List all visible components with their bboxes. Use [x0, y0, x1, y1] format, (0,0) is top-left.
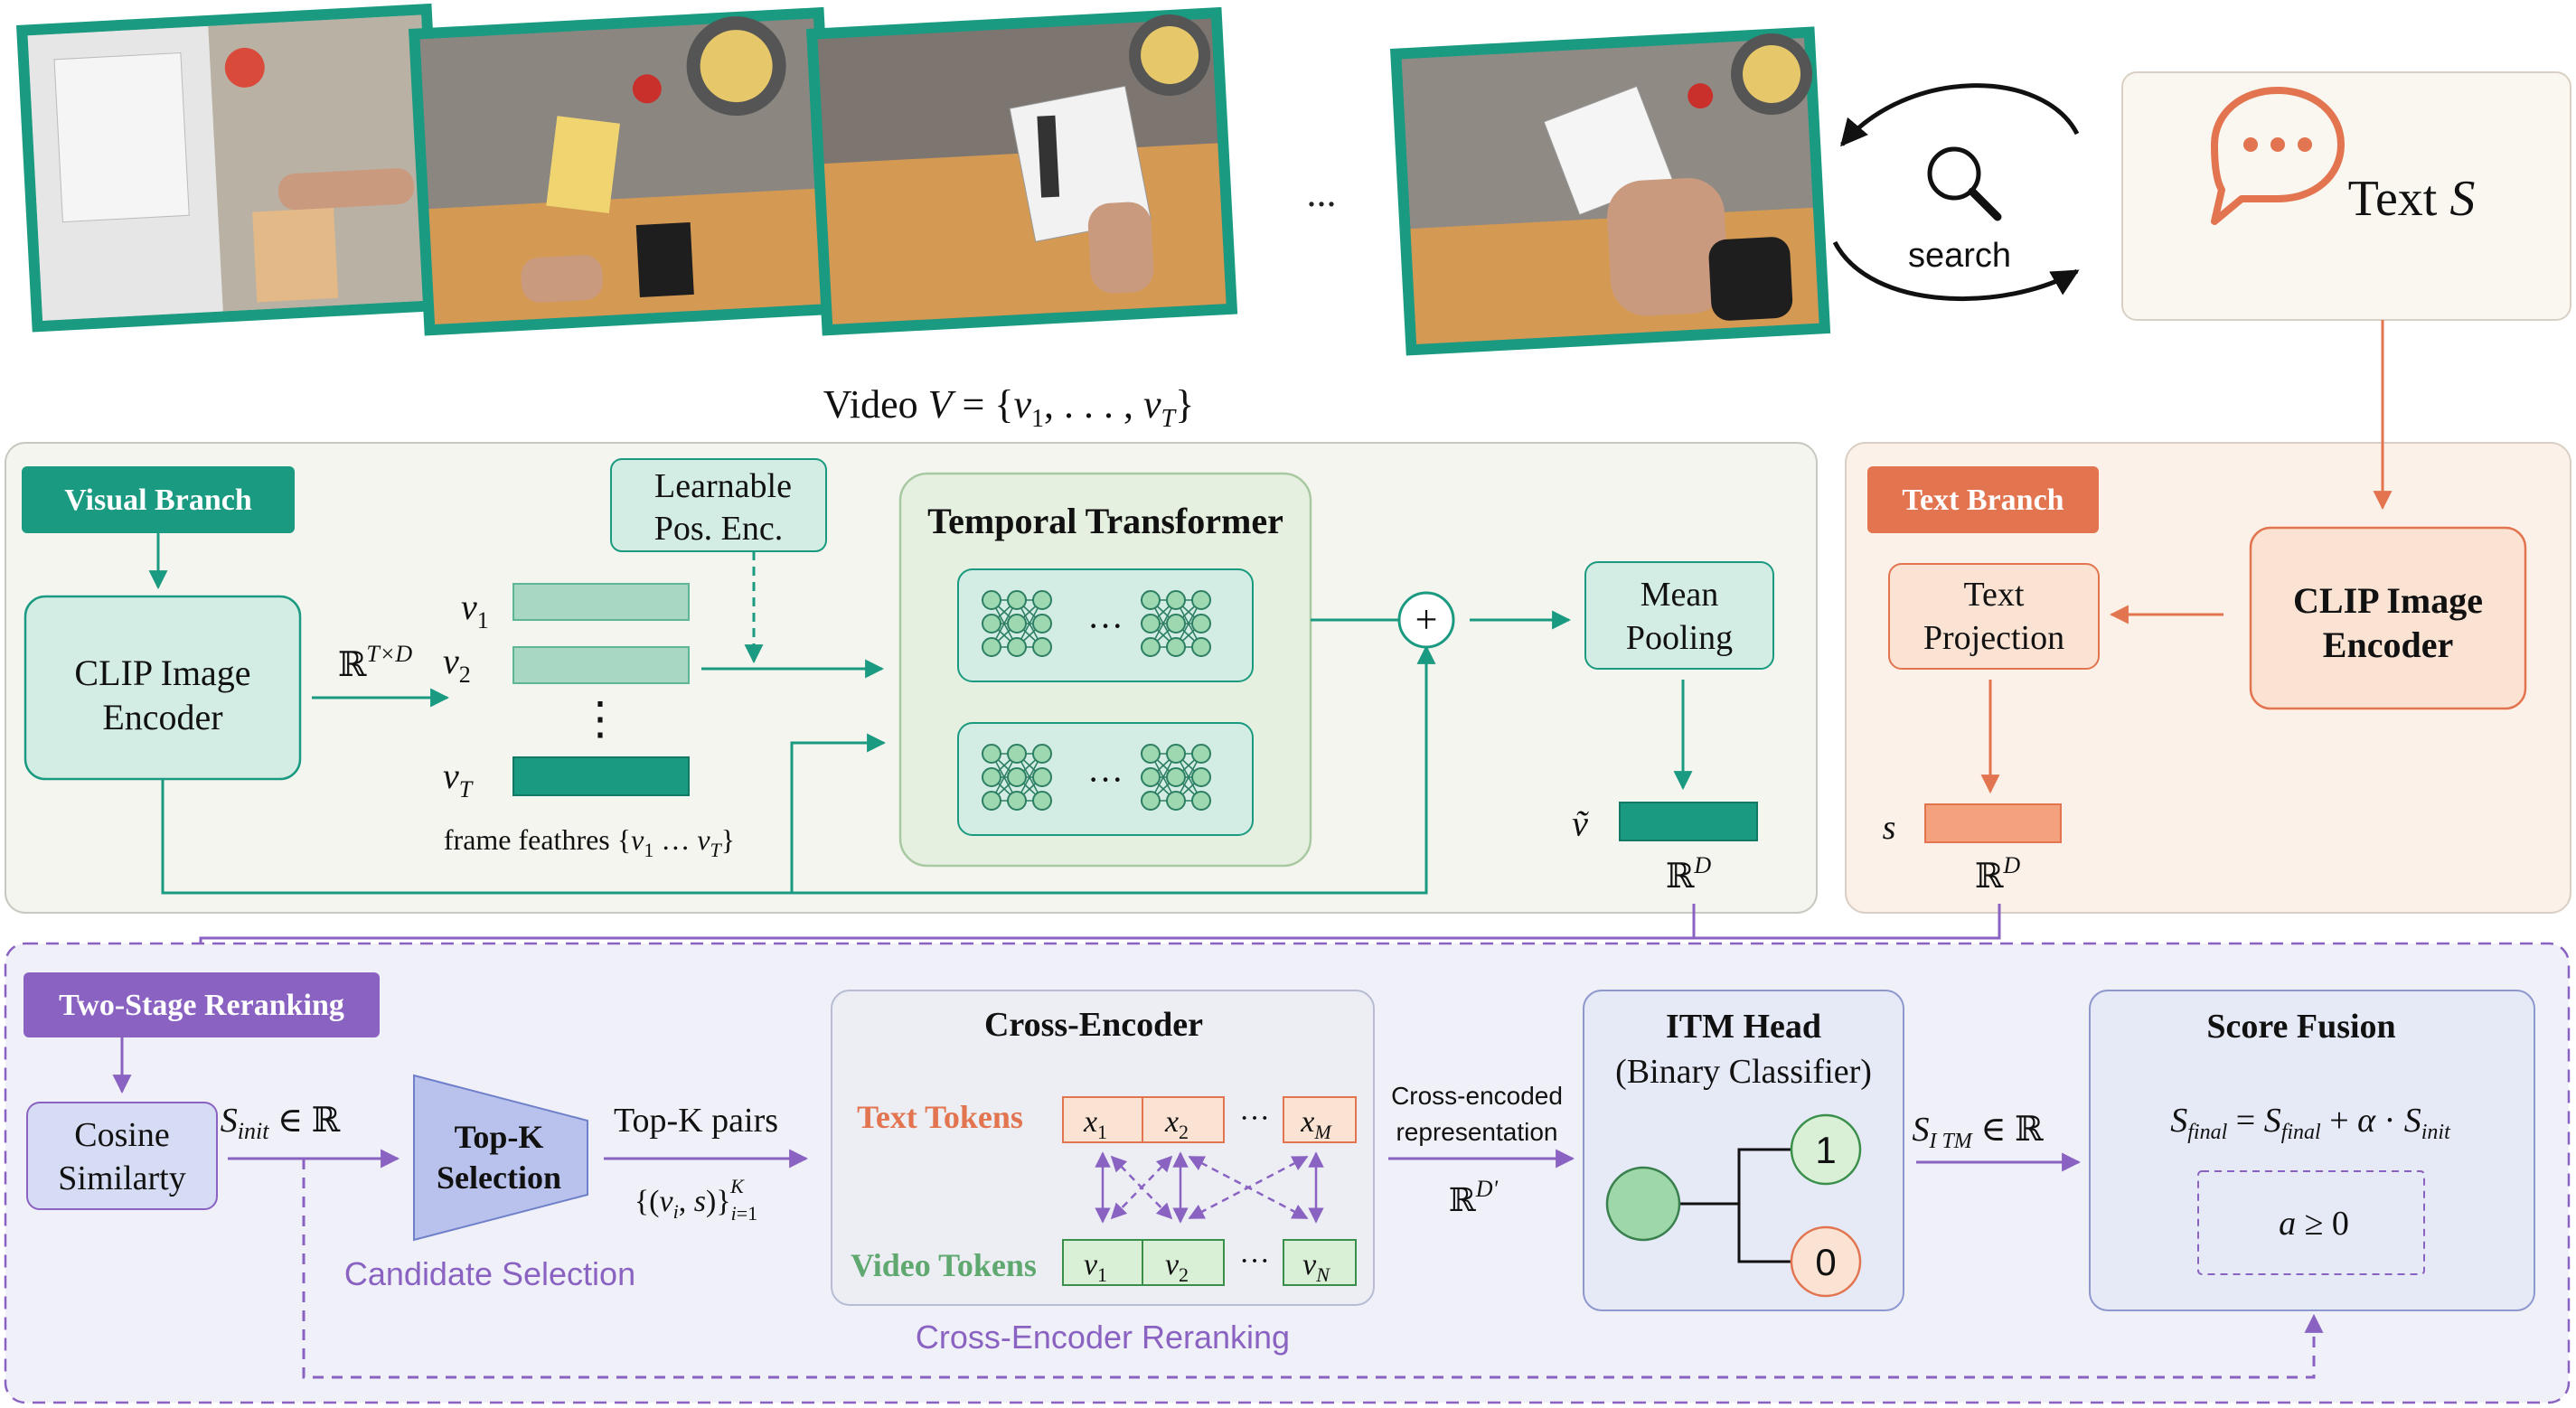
- text-branch-title: Text Branch: [1902, 483, 2064, 517]
- svg-text:Projection: Projection: [1923, 619, 2064, 657]
- svg-text:···: ···: [1087, 605, 1123, 646]
- transformer-title: Temporal Transformer: [927, 501, 1283, 541]
- skip-connection: [161, 644, 1436, 895]
- svg-text:Selection: Selection: [437, 1159, 561, 1196]
- visual-output-bar: [1619, 802, 1758, 841]
- transformer-layer-2: ···: [957, 722, 1254, 836]
- svg-text:Pos. Enc.: Pos. Enc.: [654, 510, 784, 548]
- reranking-panel: Two-Stage Reranking Cosine Similarty Sin…: [4, 942, 2571, 1404]
- fusion-formula: Sfinal = Sfinal + α · Sinit: [2170, 1102, 2451, 1144]
- svg-text:Similarty: Similarty: [58, 1159, 185, 1197]
- svg-text:Cross-encoded: Cross-encoded: [1391, 1082, 1563, 1110]
- cross-encoder-caption: Cross-Encoder Reranking: [916, 1319, 1290, 1356]
- svg-text:CLIP Image: CLIP Image: [74, 652, 250, 693]
- cross-encoder: Cross-Encoder Text Tokens x1 x2 ··· xM: [831, 990, 1375, 1306]
- svg-text:1: 1: [1815, 1129, 1836, 1171]
- frame-dots: ⋮: [578, 693, 623, 744]
- video-frames: ... Video V = {v1, . . . , vT}: [16, 3, 1831, 433]
- svg-text:+: +: [1415, 597, 1438, 642]
- frame-bar-1: [512, 583, 690, 621]
- video-frame-1: [16, 3, 448, 333]
- topk-pairs-label: Top-K pairs: [614, 1102, 778, 1140]
- svg-text:Learnable: Learnable: [654, 467, 792, 505]
- itm-subtitle: (Binary Classifier): [1615, 1053, 1872, 1091]
- candidate-selection-label: Candidate Selection: [344, 1255, 635, 1292]
- topk-selection: Top-K Selection: [413, 1074, 588, 1242]
- visual-branch-panel: Visual Branch CLIP Image Encoder ℝT×D v1…: [5, 442, 1818, 914]
- cosine-similarity: Cosine Similarty: [26, 1102, 218, 1210]
- cross-attention-arrows: [1095, 1151, 1324, 1224]
- text-output-bar: [1924, 803, 2062, 843]
- frame-features: v1 v2 ⋮ vT frame feathres {v1 … vT}: [443, 583, 735, 861]
- frame-caption: frame feathres {v1 … vT}: [444, 823, 735, 861]
- frame-bar-2: [512, 646, 690, 684]
- visual-branch-title: Visual Branch: [64, 483, 252, 517]
- video-tokens-label: Video Tokens: [851, 1247, 1037, 1283]
- score-fusion: Score Fusion Sfinal = Sfinal + α · Sinit…: [2089, 990, 2535, 1311]
- video-caption: Video V = {v1, . . . , vT}: [823, 382, 1194, 433]
- fusion-title: Score Fusion: [2206, 1008, 2395, 1046]
- svg-text:Top-K: Top-K: [455, 1119, 544, 1155]
- temporal-transformer: Temporal Transformer ··· ···: [898, 472, 1312, 868]
- itm-title: ITM Head: [1666, 1008, 1821, 1046]
- mean-pooling: Mean Pooling: [1584, 561, 1774, 670]
- itm-output-1: [1790, 1113, 1862, 1186]
- text-query-box: Text S: [2121, 71, 2571, 321]
- svg-text:Encoder: Encoder: [2323, 624, 2453, 665]
- search-icon: [1927, 146, 2002, 221]
- svg-text:···: ···: [1239, 1244, 1270, 1278]
- text-tokens: x1 x2 ··· xM: [1062, 1096, 1357, 1143]
- svg-text:Mean: Mean: [1641, 576, 1719, 614]
- frame-bar-T: [512, 756, 690, 796]
- search-arrows: search: [1832, 83, 2080, 302]
- svg-text:···: ···: [1087, 759, 1123, 800]
- text-projection: Text Projection: [1888, 563, 2100, 670]
- video-ellipsis: ...: [1307, 171, 1337, 215]
- video-frame-4: [1390, 26, 1831, 356]
- svg-text:Text: Text: [1964, 576, 2025, 614]
- search-label: search: [1908, 237, 2011, 275]
- svg-text:Pooling: Pooling: [1626, 619, 1733, 657]
- s-init-label: Sinit ∈ ℝ: [221, 1102, 341, 1144]
- text-clip-encoder: CLIP Image Encoder: [2249, 526, 2527, 710]
- fusion-constraint-box: [2197, 1170, 2425, 1275]
- text-tokens-label: Text Tokens: [857, 1099, 1023, 1135]
- svg-text:CLIP Image: CLIP Image: [2293, 580, 2483, 621]
- svg-text:representation: representation: [1396, 1118, 1557, 1146]
- visual-output-symbol: ṽ: [1572, 803, 1589, 844]
- s-init-bypass: [302, 1159, 2324, 1379]
- svg-text:Cosine: Cosine: [74, 1116, 170, 1154]
- svg-text:···: ···: [1239, 1102, 1270, 1135]
- cross-encoder-title: Cross-Encoder: [984, 1006, 1203, 1044]
- learnable-pos-enc: Learnable Pos. Enc.: [610, 458, 827, 552]
- text-query-label: Text S: [2348, 171, 2476, 227]
- visual-clip-encoder: CLIP Image Encoder: [24, 595, 302, 781]
- video-frame-3: [806, 6, 1238, 336]
- itm-input-node: [1605, 1166, 1681, 1242]
- text-branch-panel: Text Branch CLIP Image Encoder Text Proj…: [1845, 320, 2571, 914]
- fusion-constraint: a ≥ 0: [2279, 1205, 2349, 1243]
- itm-head: ITM Head (Binary Classifier) 1 0: [1583, 990, 1904, 1311]
- s-itm-label: SI TM ∈ ℝ: [1912, 1111, 2043, 1153]
- svg-text:0: 0: [1815, 1241, 1836, 1283]
- video-tokens: v1 v2 ··· vN: [1062, 1239, 1357, 1286]
- text-output-symbol: s: [1883, 809, 1896, 847]
- svg-text:Encoder: Encoder: [102, 697, 222, 737]
- add-node: +: [1397, 591, 1455, 649]
- itm-output-0: [1790, 1225, 1862, 1298]
- transformer-layer-1: ···: [957, 568, 1254, 682]
- reranking-title: Two-Stage Reranking: [59, 989, 344, 1022]
- speech-bubble-icon: [2211, 87, 2345, 225]
- video-frame-2: [409, 6, 841, 336]
